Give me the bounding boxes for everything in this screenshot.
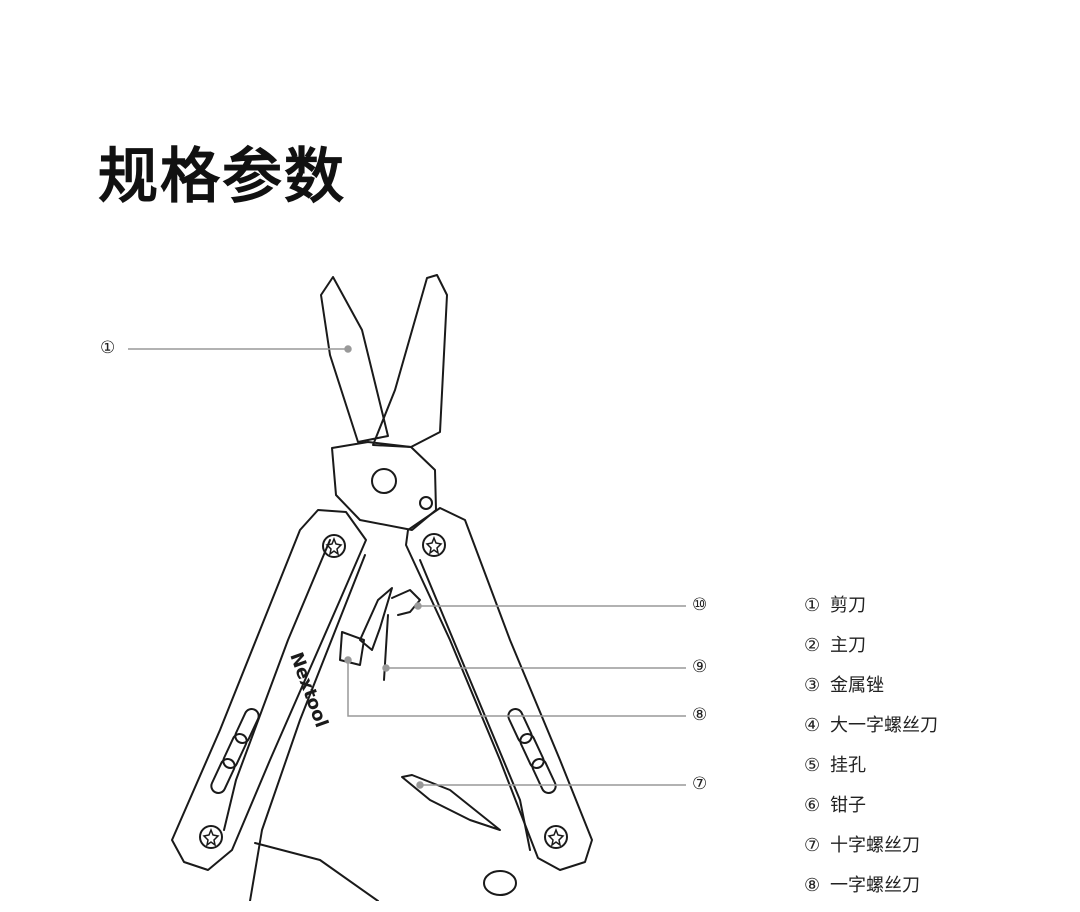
scissor-blade-left (320, 276, 389, 443)
callout-7: ⑦ (692, 774, 708, 794)
handle-right (405, 507, 593, 871)
callout-8: ⑧ (692, 705, 708, 725)
callout-9: ⑨ (692, 657, 708, 677)
tool-7 (401, 774, 501, 831)
brand-logo: Nextool (285, 650, 332, 731)
scissor-body (331, 441, 437, 531)
handle-left-screw-bottom (199, 825, 223, 849)
leader-8 (347, 660, 686, 717)
handle-right-slot-3 (531, 758, 557, 794)
handle-right-slot-2 (519, 733, 545, 769)
page-title: 规格参数 (98, 142, 346, 212)
scissor-spring-hole (419, 496, 433, 510)
handle-left-edge (249, 554, 366, 901)
callout-10: ⑩ (692, 595, 708, 615)
handle-left (171, 509, 367, 871)
handle-left-slot-3 (210, 758, 236, 794)
handle-left-slot-2 (222, 733, 248, 769)
handle-left-inner (223, 539, 331, 831)
lanyard-hole-icon (483, 870, 517, 896)
file-tool (254, 842, 379, 901)
tool-hook-10 (391, 589, 421, 616)
handle-left-screw-top (322, 534, 346, 558)
handle-right-screw-top (422, 533, 446, 557)
tool-8 (339, 631, 365, 666)
scissor-pivot-icon (371, 468, 397, 494)
callout-1: ① (100, 338, 116, 358)
handle-right-inner (419, 559, 531, 851)
handle-left-slot-1 (234, 708, 260, 744)
blade-tool-10 (359, 587, 393, 651)
handle-right-screw-bottom (544, 825, 568, 849)
handle-right-slot-1 (507, 708, 533, 744)
scissor-blade-right (372, 274, 448, 448)
